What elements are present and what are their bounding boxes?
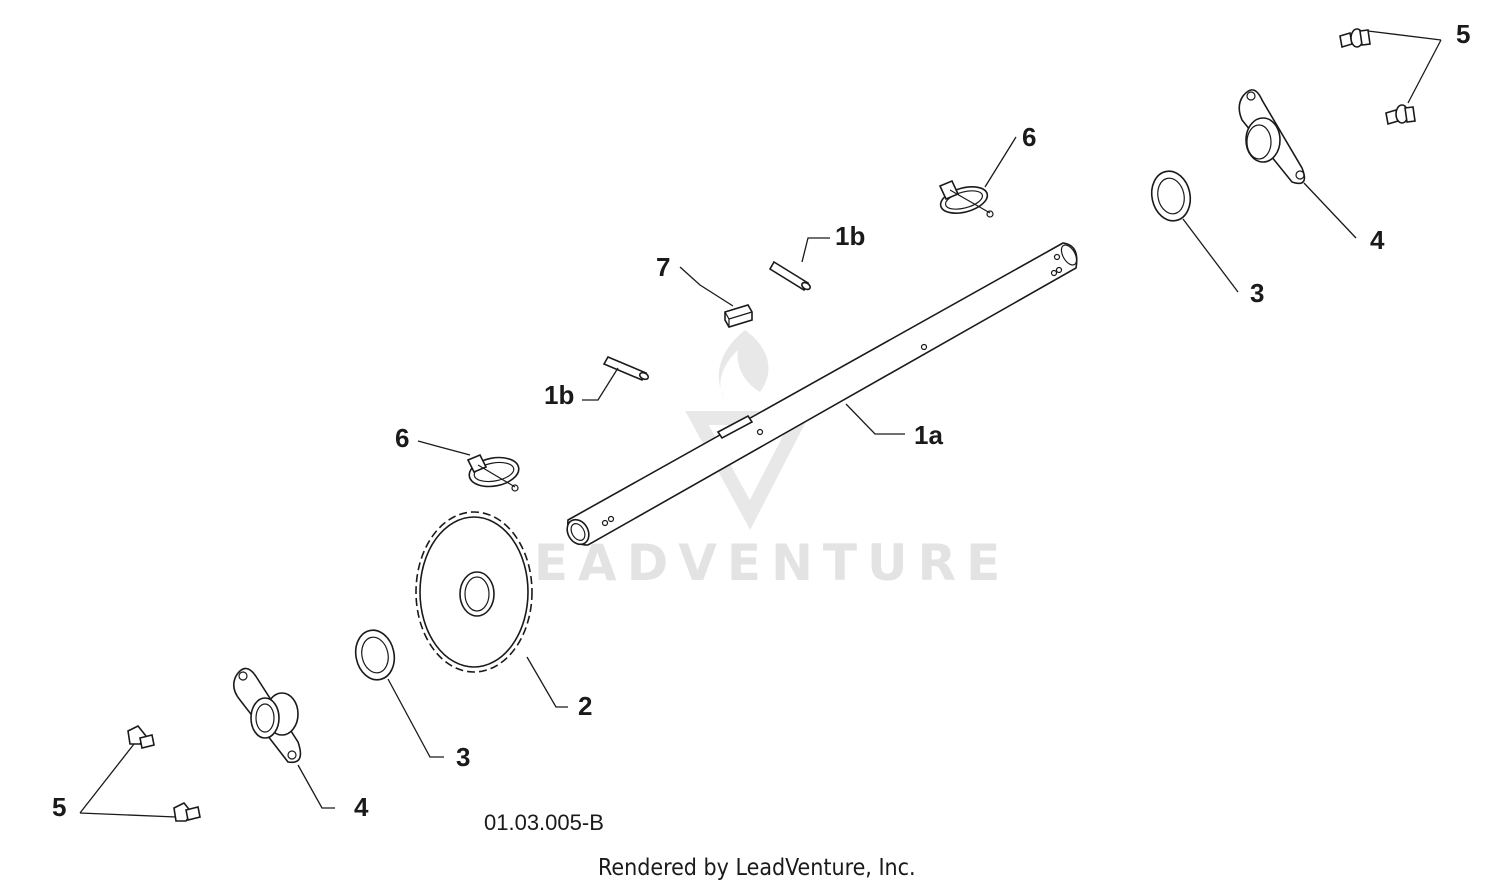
flange-bearing-left — [232, 667, 302, 764]
roll-pin-middle — [602, 355, 650, 382]
sprocket-part — [415, 511, 533, 673]
bolt-right-bottom — [1385, 104, 1416, 126]
watermark-text: LEADVENTURE — [492, 534, 1010, 592]
key-part — [724, 304, 753, 328]
callout-4-right: 4 — [1370, 225, 1385, 255]
washer-right — [1150, 170, 1192, 222]
flange-bearing-right — [1238, 89, 1306, 185]
callout-7: 7 — [656, 252, 670, 282]
rendered-by-text: Rendered by LeadVenture, Inc. — [598, 855, 916, 881]
callout-1a: 1a — [914, 420, 943, 450]
washer-left — [354, 629, 396, 681]
bolt-left-top — [127, 724, 155, 749]
callout-5-left: 5 — [52, 792, 66, 822]
leader-lines — [79, 30, 1442, 818]
callout-3-right: 3 — [1250, 278, 1264, 308]
callout-1b-middle: 1b — [544, 380, 574, 410]
bolt-right-top — [1339, 28, 1371, 49]
bolt-left-bottom — [173, 801, 201, 822]
callout-4-left: 4 — [354, 792, 369, 822]
callout-2: 2 — [578, 691, 592, 721]
callout-1b-top: 1b — [835, 221, 865, 251]
hairpin-clip-right — [938, 179, 994, 218]
roll-pin-top — [768, 260, 811, 292]
callout-3-left: 3 — [456, 742, 470, 772]
callout-6-right: 6 — [1022, 122, 1036, 152]
callout-6-left: 6 — [395, 423, 409, 453]
hairpin-clip-left — [466, 453, 520, 492]
callout-5-right: 5 — [1456, 19, 1470, 49]
diagram-code: 01.03.005-B — [484, 810, 604, 835]
shaft-part — [566, 242, 1078, 546]
